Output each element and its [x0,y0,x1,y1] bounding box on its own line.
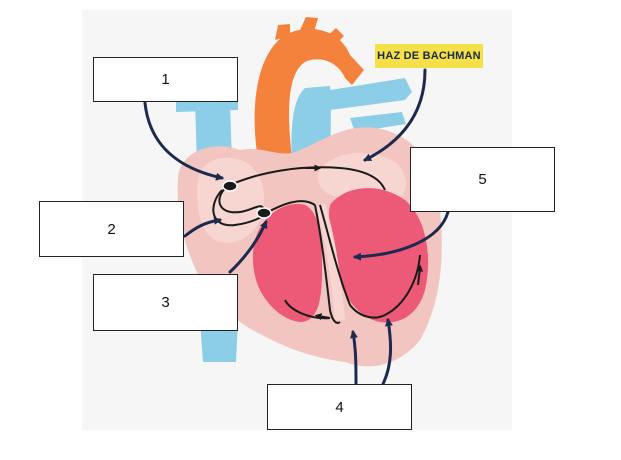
his-bundle [267,199,316,213]
leader-arrow-4a [350,330,358,386]
leader-arrow-3 [228,220,268,274]
right-ventricle [252,204,322,322]
bachmann-bundle-tag: HAZ DE BACHMAN [375,44,483,68]
leader-arrow-1 [143,101,224,181]
leader-arrow-5 [353,210,450,261]
conduction-pathway [212,166,421,324]
internodal-pathway [218,185,266,214]
label-box-4[interactable]: 4 [267,384,412,430]
label-box-2[interactable]: 2 [39,201,184,257]
bachmann-bundle-line [229,166,386,191]
left-bundle-branch [319,204,386,319]
leader-arrow-2 [183,216,222,238]
aorta [254,28,364,161]
leader-arrows [143,68,450,386]
purkinje-left [384,254,421,316]
label-box-3[interactable]: 3 [93,274,238,331]
pathway-arrow-right [416,264,424,286]
label-box-5[interactable]: 5 [410,147,555,212]
aorta-branches [275,17,344,46]
sinoatrial-node [222,180,238,192]
leader-arrow-bachman [363,68,427,162]
pulmonary-artery-right [318,78,412,110]
leader-arrow-4b [381,318,393,386]
right-bundle-branch [314,204,341,324]
label-box-1[interactable]: 1 [93,57,238,102]
atrioventricular-node [256,207,272,219]
pathway-arrow-bottom [314,313,331,321]
pulmonary-veins [350,112,406,132]
